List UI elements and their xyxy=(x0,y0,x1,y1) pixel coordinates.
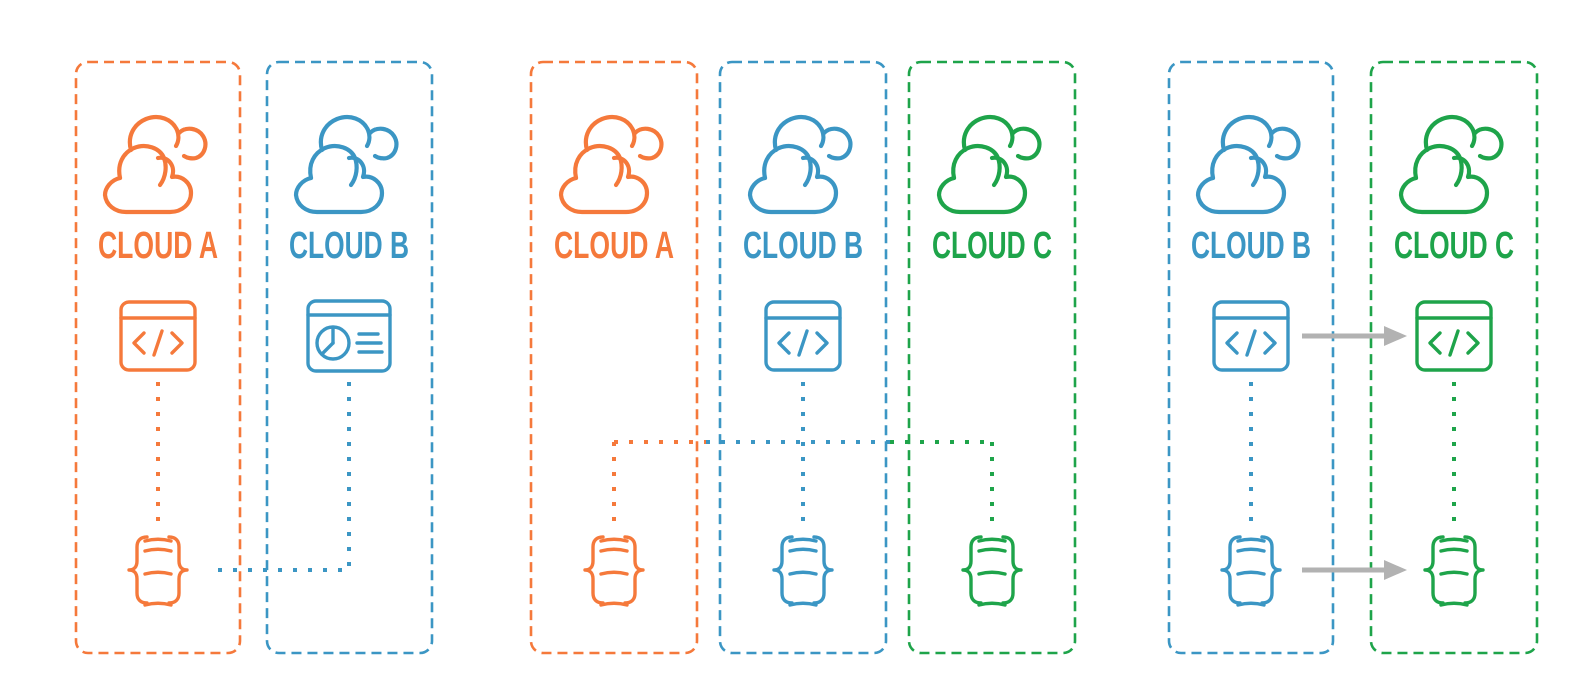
database-icon xyxy=(127,535,189,607)
cloud-icon xyxy=(105,117,205,212)
cloud-icon xyxy=(750,117,850,212)
scenario-1: CLOUD A CLOUD B xyxy=(74,60,434,655)
cloud-boundary-box xyxy=(529,60,699,655)
scenario2-cloud-b-column: CLOUD B xyxy=(706,60,890,655)
arrow-head-icon xyxy=(1384,560,1407,580)
cloud-boundary-box xyxy=(1167,60,1335,655)
database-icon xyxy=(961,535,1023,607)
cloud-label: CLOUD C xyxy=(932,225,1052,267)
scenario2-cloud-c-column: CLOUD C xyxy=(890,60,1077,655)
migration-arrows xyxy=(1302,326,1407,580)
code-app-icon xyxy=(119,300,197,372)
scenario-3: CLOUD B CLOUD C xyxy=(1167,60,1539,655)
cloud-boundary-box xyxy=(74,60,242,655)
cloud-label: CLOUD B xyxy=(289,225,409,267)
cloud-label: CLOUD B xyxy=(1191,225,1311,267)
scenario1-cloud-a-column: CLOUD A xyxy=(74,60,242,655)
database-migration-arrow xyxy=(1302,560,1407,580)
branch-link-to-cloud-c-database xyxy=(890,440,994,524)
database-icon xyxy=(1423,535,1485,607)
cloud-icon xyxy=(1198,117,1298,212)
scenario3-cloud-b-column: CLOUD B xyxy=(1167,60,1335,655)
cloud-label: CLOUD B xyxy=(743,225,863,267)
database-icon xyxy=(583,535,645,607)
cloud-label: CLOUD A xyxy=(98,225,218,267)
cloud-icon xyxy=(939,117,1039,212)
cloud-label: CLOUD A xyxy=(554,225,674,267)
arrow-head-icon xyxy=(1384,326,1407,346)
code-app-icon xyxy=(1415,300,1493,372)
scenario3-cloud-c-column: CLOUD C xyxy=(1369,60,1539,655)
cloud-boundary-box xyxy=(265,60,434,655)
cloud-boundary-box xyxy=(718,60,888,655)
scenario1-cloud-b-column: CLOUD B xyxy=(212,60,434,655)
scenario2-cloud-a-column: CLOUD A xyxy=(529,60,706,655)
cloud-label: CLOUD C xyxy=(1394,225,1514,267)
cloud-icon xyxy=(561,117,661,212)
cloud-icon xyxy=(296,117,396,212)
database-icon xyxy=(1220,535,1282,607)
cloud-boundary-box xyxy=(1369,60,1539,655)
code-app-icon xyxy=(1212,300,1290,372)
analytics-app-icon xyxy=(306,299,392,373)
cross-cloud-database-link xyxy=(212,382,351,572)
app-migration-arrow xyxy=(1302,326,1407,346)
cloud-boundary-box xyxy=(907,60,1077,655)
branch-link-to-cloud-a-database xyxy=(612,440,706,524)
database-icon xyxy=(772,535,834,607)
code-app-icon xyxy=(764,300,842,372)
scenario-2: CLOUD A CLOUD B CLOUD C xyxy=(529,60,1077,655)
cloud-icon xyxy=(1401,117,1501,212)
